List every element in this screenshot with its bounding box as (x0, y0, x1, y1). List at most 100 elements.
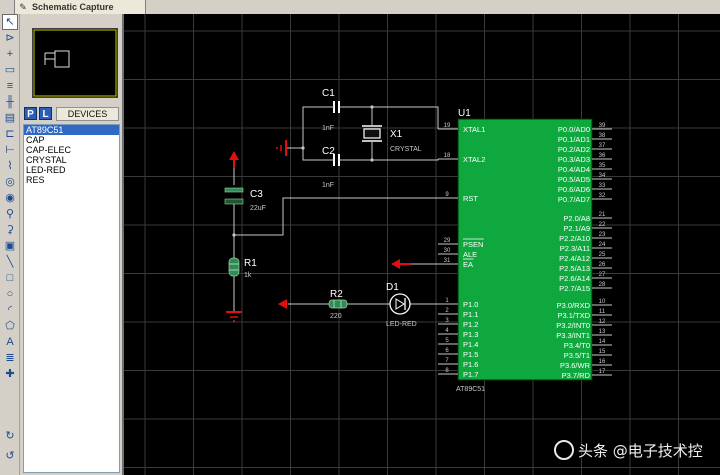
c2-ref: C2 (322, 146, 335, 157)
watermark: 头条 @电子技术控 (554, 433, 714, 467)
wire (345, 159, 439, 161)
pin-number: 16 (599, 359, 606, 365)
current-probe-icon[interactable]: ⚳ (5, 224, 15, 236)
pin-number: 18 (444, 153, 451, 159)
d1-ref: D1 (386, 282, 399, 293)
library-manager-button[interactable]: L (39, 107, 52, 120)
pin-number: 23 (599, 232, 606, 238)
components: C11nFC21nFX1CRYSTALC322uFR11kR2220D1LED-… (224, 88, 422, 328)
schematic-capture-tab[interactable]: ✎ Schematic Capture (14, 0, 146, 14)
wire (302, 148, 327, 161)
arc-icon[interactable]: ◜ (7, 304, 13, 316)
device-item[interactable]: AT89C51 (24, 125, 119, 135)
pin-number: 35 (599, 163, 606, 169)
pin-number: 37 (599, 143, 606, 149)
line-icon[interactable]: ╲ (6, 256, 14, 268)
pin-name: RST (463, 194, 478, 203)
voltage-probe-icon[interactable]: ⚲ (5, 208, 15, 220)
r2-value: 220 (330, 313, 342, 320)
wire-label-icon[interactable]: ▭ (4, 64, 16, 76)
pin-name: P1.6 (463, 360, 478, 369)
pick-devices-button[interactable]: P (24, 107, 37, 120)
devices-header: P L DEVICES (20, 106, 121, 122)
virtual-instrument-icon[interactable]: ▣ (4, 240, 16, 252)
device-pin-icon[interactable]: ⊢ (5, 144, 15, 156)
pin-name: P3.4/T0 (564, 341, 590, 350)
device-item[interactable]: LED-RED (26, 165, 66, 175)
wire (286, 106, 327, 149)
d1-value: LED-RED (386, 321, 417, 328)
pin-name: P0.0/AD0 (558, 125, 590, 134)
title-bar: ✎ Schematic Capture (0, 0, 720, 14)
pin-name: P3.3/INT1 (556, 331, 590, 340)
pin-name: P0.7/AD7 (558, 195, 590, 204)
resistor-body (228, 257, 240, 277)
power-arrow (229, 151, 239, 160)
path-icon[interactable]: ⬠ (5, 320, 15, 332)
pin-number: 4 (445, 328, 449, 334)
rotate-ccw-icon[interactable]: ↺ (5, 450, 15, 462)
junction-dot (370, 105, 374, 109)
pointer-icon[interactable]: ↖ (2, 14, 18, 30)
power-terminal (229, 151, 239, 168)
junction-dot (301, 146, 305, 150)
overview-window[interactable] (32, 28, 118, 98)
bus-icon[interactable]: ╫ (6, 96, 14, 108)
watermark-logo-icon (554, 440, 574, 460)
rotate-cw-icon[interactable]: ↻ (5, 430, 15, 442)
pin-name: P1.7 (463, 370, 478, 379)
marker-icon[interactable]: ✚ (5, 368, 15, 380)
text-script-icon[interactable]: ≡ (6, 80, 14, 92)
device-item[interactable]: CAP-ELEC (26, 145, 72, 155)
x1-value: CRYSTAL (390, 146, 422, 153)
device-item[interactable]: CRYSTAL (26, 155, 67, 165)
device-item[interactable]: CAP (26, 135, 45, 145)
pin-number: 32 (599, 193, 606, 199)
overview-viewport-box (33, 29, 117, 97)
pin-name: EA (463, 260, 473, 269)
r1-ref: R1 (244, 258, 257, 269)
junction-dot-icon[interactable]: + (6, 48, 14, 60)
pin-number: 2 (445, 308, 449, 314)
resistor-body (328, 299, 348, 309)
symbol-icon[interactable]: ≣ (5, 352, 15, 364)
pin-name: P0.5/AD5 (558, 175, 590, 184)
pin-number: 19 (444, 123, 451, 129)
pin-name: P1.2 (463, 320, 478, 329)
overview-chip-outline (54, 50, 70, 68)
circle-icon[interactable]: ○ (6, 288, 14, 300)
subcircuit-icon[interactable]: ▤ (4, 112, 16, 124)
schematic-icon: ✎ (19, 2, 27, 12)
ground-symbol (276, 140, 287, 156)
component-icon[interactable]: ⊳ (5, 32, 15, 44)
pin-number: 15 (599, 349, 606, 355)
pin-name: P2.0/A8 (563, 214, 590, 223)
pin-number: 39 (599, 123, 606, 129)
x1-ref: X1 (390, 129, 403, 140)
u1-part-label: AT89C51 (456, 386, 485, 393)
pin-name: P3.0/RXD (557, 301, 591, 310)
pin-name: P3.1/TXD (557, 311, 590, 320)
pin-name: PSEN (463, 240, 483, 249)
box-icon[interactable]: □ (6, 272, 14, 284)
text-icon[interactable]: A (6, 336, 14, 348)
device-item[interactable]: RES (26, 175, 45, 185)
pin-number: 22 (599, 222, 606, 228)
cap-plate (224, 187, 244, 193)
pin-number: 30 (444, 248, 451, 254)
generator-icon[interactable]: ◉ (5, 192, 15, 204)
cap-plate (224, 198, 244, 205)
pin-name: P2.1/A9 (563, 224, 590, 233)
pin-number: 10 (599, 299, 606, 305)
pin-number: 34 (599, 173, 606, 179)
graph-icon[interactable]: ⌇ (7, 160, 13, 172)
pin-name: P0.2/AD2 (558, 145, 590, 154)
terminal-icon[interactable]: ⊏ (5, 128, 15, 140)
pin-name: P0.1/AD1 (558, 135, 590, 144)
tape-recorder-icon[interactable]: ◎ (5, 176, 15, 188)
